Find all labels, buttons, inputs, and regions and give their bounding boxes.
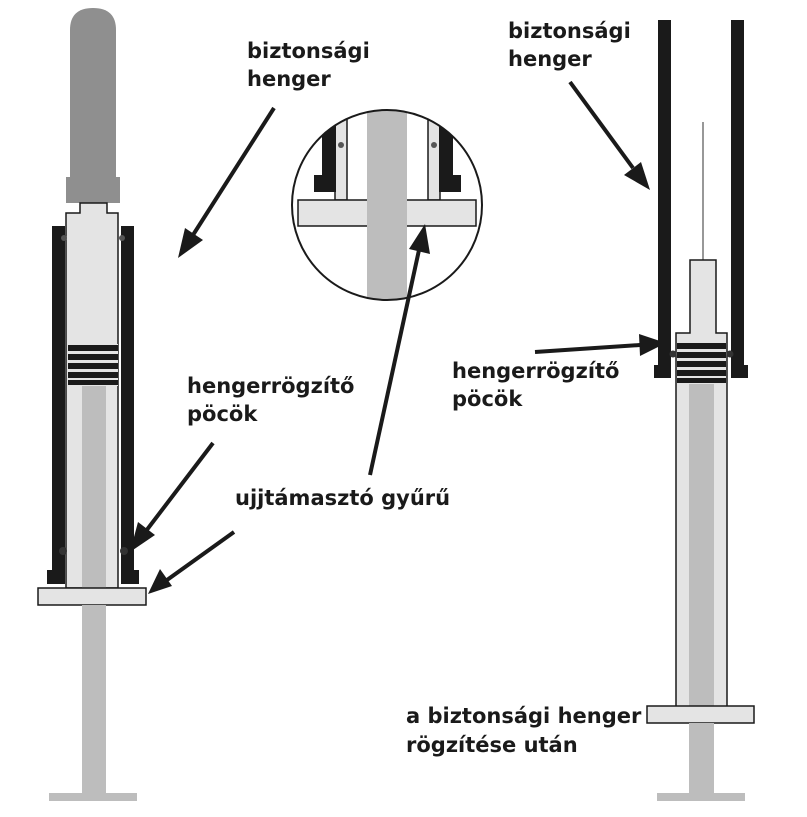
magnified-detail [291, 109, 483, 301]
label-line: pöcök [452, 387, 523, 411]
label-safety-cylinder-left: biztonsági henger [247, 39, 377, 91]
plunger-thumb-pad [49, 793, 137, 801]
label-line: biztonsági [247, 39, 370, 63]
label-after-locking: a biztonsági henger rögzítése után [406, 704, 649, 757]
plunger-stopper [68, 344, 118, 386]
plunger-stopper-right [677, 342, 726, 384]
label-line: hengerrögzítő [452, 359, 619, 383]
label-line: henger [508, 47, 592, 71]
label-finger-ring: ujjtámasztó gyűrű [235, 486, 450, 510]
label-line: pöcök [187, 402, 258, 426]
label-line: hengerrögzítő [187, 374, 354, 398]
needle-cap [70, 8, 116, 200]
safety-cylinder-left [47, 226, 139, 584]
locking-tab-right [120, 547, 128, 555]
plunger-thumb-pad-right [657, 793, 745, 801]
locking-tab-left [59, 547, 67, 555]
label-locking-tab-left: hengerrögzítő pöcök [187, 374, 362, 426]
plunger-rod-lower [82, 605, 106, 794]
right-syringe [646, 20, 755, 801]
locking-tab-right-engaged-l [669, 350, 677, 358]
plunger-rod-right-lower [689, 723, 714, 794]
labels: biztonsági henger biztonsági henger heng… [187, 19, 649, 757]
finger-flange [37, 587, 147, 606]
safety-cylinder-right [654, 20, 748, 378]
arrows [130, 80, 666, 594]
label-safety-cylinder-right: biztonsági henger [508, 19, 638, 71]
detail-circle-border [291, 109, 483, 301]
label-line: rögzítése után [406, 733, 578, 757]
left-syringe [37, 8, 147, 801]
locking-tab-right-engaged-r [726, 350, 734, 358]
needle-cap-base [66, 177, 120, 203]
finger-flange-right [646, 705, 755, 724]
label-line: a biztonsági henger [406, 704, 642, 728]
label-line: biztonsági [508, 19, 631, 43]
label-locking-tab-right: hengerrögzítő pöcök [452, 359, 627, 411]
label-line: henger [247, 67, 331, 91]
